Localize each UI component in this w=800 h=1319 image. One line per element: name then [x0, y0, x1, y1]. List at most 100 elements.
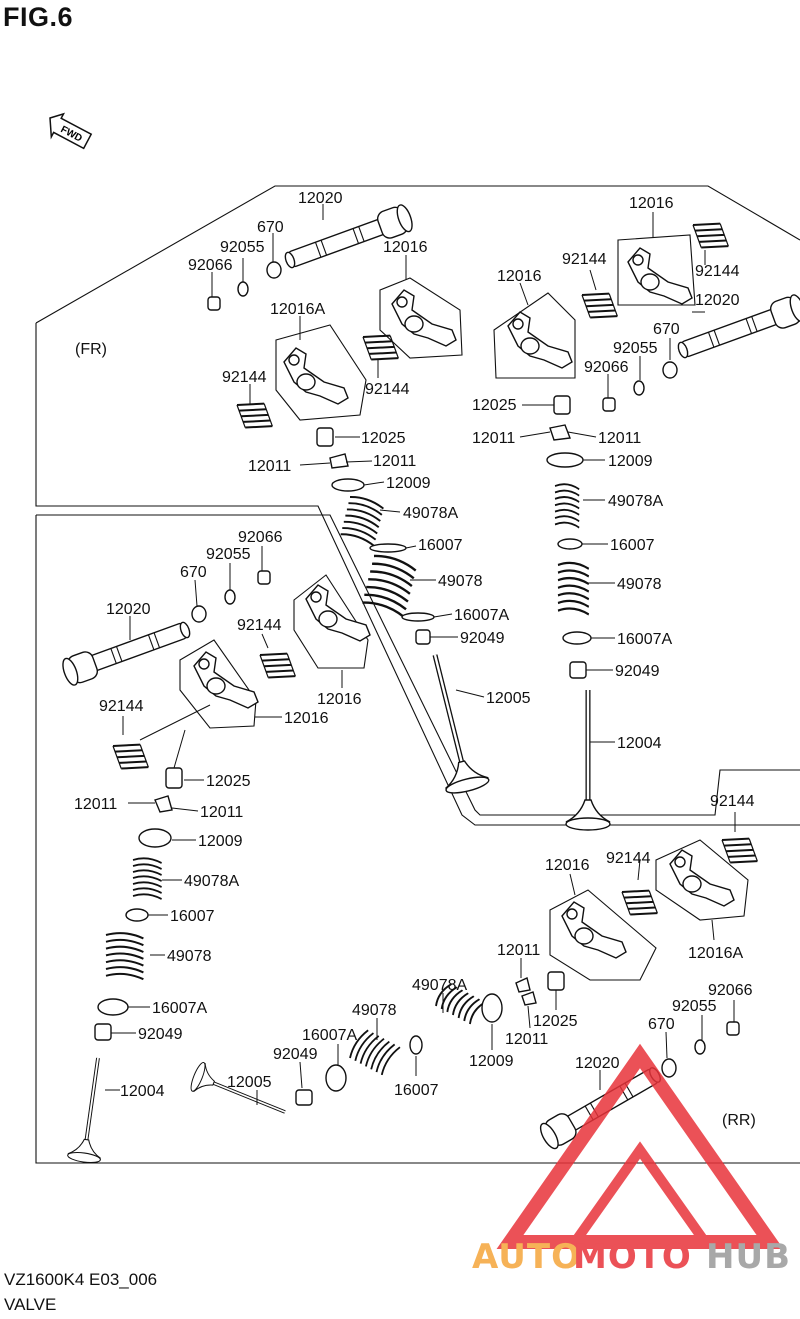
seat-16007a-rl [97, 998, 129, 1016]
label-rr-670: 670 [648, 1016, 675, 1033]
seat-16007a-rr [325, 1064, 347, 1092]
label-rr-92049: 92049 [273, 1046, 318, 1063]
label-fr-12016: 12016 [383, 239, 428, 256]
spring-49078-frr [556, 561, 590, 616]
label-fr-12009: 12009 [386, 475, 431, 492]
oring-rr [661, 1058, 677, 1078]
valve-12004-frr [566, 690, 610, 830]
label-fr-12011-a: 12011 [248, 458, 291, 475]
label-frr-12009: 12009 [608, 453, 653, 470]
spring-49078a-fr [338, 494, 386, 547]
cotter-12011-fr [329, 453, 349, 469]
watermark-text-auto: AUTO [472, 1237, 581, 1277]
label-fr-49078a: 49078A [403, 505, 458, 522]
spring-49078a-frr [554, 483, 581, 529]
section-label-front: (FR) [75, 341, 107, 358]
valve-12005-rr [186, 1059, 293, 1129]
label-fr-12025: 12025 [361, 430, 406, 447]
washer-92055-rr [694, 1039, 706, 1055]
label-rr-92144-b: 92144 [606, 850, 651, 867]
label-rr-92144-a: 92144 [710, 793, 755, 810]
rocker-box-12016-frr-top [617, 234, 696, 306]
label-rl-670: 670 [180, 564, 207, 581]
label-fr-12011-b: 12011 [373, 453, 416, 470]
rocker-arm-12016a-rr [669, 849, 735, 907]
label-frr-16007: 16007 [610, 537, 655, 554]
label-rl-92066: 92066 [238, 529, 283, 546]
label-fr-92066: 92066 [188, 257, 233, 274]
washer-92055-fr [237, 281, 249, 297]
seal-92049-rr [295, 1089, 313, 1106]
label-frr-92049: 92049 [615, 663, 660, 680]
label-rl-16007a: 16007A [152, 1000, 207, 1017]
rocker-box-12016-rl-a [179, 639, 257, 729]
cotter-12011-rl [154, 795, 173, 813]
label-rr-49078: 49078 [352, 1002, 397, 1019]
retainer-12009-fr [331, 478, 365, 492]
label-rl-92055: 92055 [206, 546, 251, 563]
seat-16007-rl [125, 908, 149, 922]
label-rr-12016a: 12016A [688, 945, 743, 962]
section-label-rear: (RR) [722, 1112, 756, 1129]
seat-16007a-fr [401, 612, 435, 622]
label-frr-49078: 49078 [617, 576, 662, 593]
label-fr-12005: 12005 [486, 690, 531, 707]
label-rl-92049: 92049 [138, 1026, 183, 1043]
cotter-12011-frr [549, 424, 571, 441]
label-rr-12016: 12016 [545, 857, 590, 874]
label-rr-16007: 16007 [394, 1082, 439, 1099]
retainer-12009-rr [481, 993, 503, 1023]
rear-section-outline [35, 514, 800, 1164]
label-rr-12011-b: 12011 [505, 1031, 548, 1048]
spring-92144-frr-a [692, 215, 730, 257]
spring-49078-rl [104, 932, 145, 981]
label-rr-12005: 12005 [227, 1074, 272, 1091]
label-rl-12025: 12025 [206, 773, 251, 790]
plug-92066-rr [726, 1021, 740, 1036]
seal-92049-fr [415, 629, 431, 645]
section-name: VALVE [4, 1295, 57, 1314]
label-fr-12020: 12020 [298, 190, 343, 207]
spring-49078a-rl [132, 857, 163, 900]
label-rl-49078a: 49078A [184, 873, 239, 890]
label-frr-49078a: 49078A [608, 493, 663, 510]
rocker-arm-12016-frr-top [627, 247, 693, 305]
rocker-box-12016-rr [549, 889, 657, 981]
label-rl-12011-a: 12011 [74, 796, 117, 813]
oring-fr [266, 261, 282, 279]
valve-12004-rl [65, 1053, 117, 1167]
label-fr-92049: 92049 [460, 630, 505, 647]
label-rl-12020: 12020 [106, 601, 151, 618]
label-rl-12011-b: 12011 [200, 804, 243, 821]
label-rl-12016-b: 12016 [317, 691, 362, 708]
label-frr-12011-b: 12011 [598, 430, 641, 447]
label-fr-12016a: 12016A [270, 301, 325, 318]
label-rr-16007a: 16007A [302, 1027, 357, 1044]
rocker-box-12016-rl-b [293, 574, 369, 669]
label-fr-92144-a: 92144 [222, 369, 267, 386]
valve-12005-fr [414, 650, 491, 796]
spring-92144-rr-b [621, 882, 659, 924]
rocker-arm-12016a-fr [283, 347, 349, 405]
spring-49078-fr [360, 552, 419, 619]
rocker-box-12016-fr [379, 277, 463, 359]
label-frr-16007a: 16007A [617, 631, 672, 648]
cotter-12011-rr-a [515, 977, 531, 993]
retainer-12009-rl [138, 828, 172, 848]
adjuster-12025-frr [553, 395, 571, 415]
figure-title: FIG.6 [3, 2, 74, 32]
label-frr-12004: 12004 [617, 735, 662, 752]
rocker-arm-12016-rr [561, 901, 627, 959]
rocker-shaft-rl [59, 614, 195, 688]
label-rl-16007: 16007 [170, 908, 215, 925]
rocker-arm-12016-rl-a [193, 651, 259, 709]
watermark-logo: AUTO MOTO HUB [472, 1043, 790, 1277]
label-frr-12011-a: 12011 [472, 430, 515, 447]
adjuster-12025-fr [316, 427, 334, 447]
label-fr-16007a: 16007A [454, 607, 509, 624]
label-fr-92144-b: 92144 [365, 381, 410, 398]
spring-92144-frr-b [581, 285, 619, 327]
plug-92066-rl [257, 570, 271, 585]
adjuster-12025-rr [547, 971, 565, 991]
label-fr-49078: 49078 [438, 573, 483, 590]
